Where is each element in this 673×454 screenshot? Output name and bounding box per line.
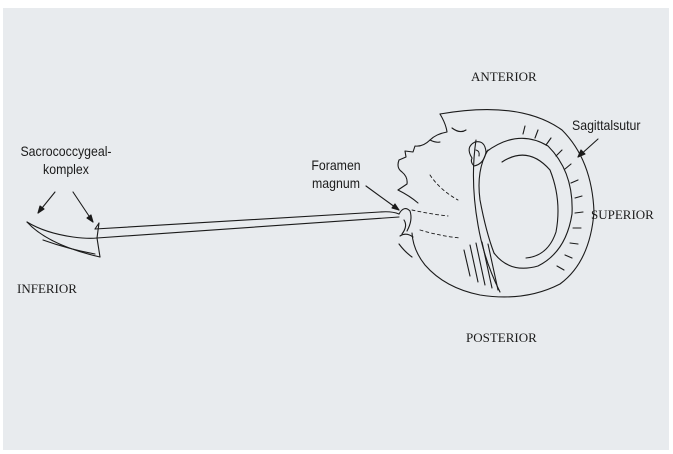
sacrococcygeal-label-line1: Sacrococcygeal- xyxy=(19,142,112,160)
anterior-label: ANTERIOR xyxy=(471,70,537,83)
superior-label: SUPERIOR xyxy=(591,208,654,221)
foramen-magnum-structure xyxy=(399,209,413,257)
dashed-guides xyxy=(412,175,460,238)
spinal-dural-tube xyxy=(95,212,399,238)
sacrococcygeal-label-line2: komplex xyxy=(19,160,112,178)
sacrococcygeal-label: Sacrococcygeal- komplex xyxy=(19,142,112,178)
inferior-label: INFERIOR xyxy=(17,282,77,295)
foramen-magnum-label: Foramen magnum xyxy=(301,156,371,192)
sagittalsutur-arrow xyxy=(578,139,598,157)
sagittalsutur-label: Sagittalsutur xyxy=(572,118,640,132)
ear xyxy=(469,142,486,166)
sacrococcygeal-structure xyxy=(27,222,100,257)
skull-outline xyxy=(412,110,594,297)
foramen-magnum-label-line2: magnum xyxy=(301,174,371,192)
posterior-label: POSTERIOR xyxy=(466,331,537,344)
face-profile xyxy=(398,114,466,203)
sacrococcygeal-arrows xyxy=(38,192,93,222)
foramen-magnum-label-line1: Foramen xyxy=(301,156,371,174)
